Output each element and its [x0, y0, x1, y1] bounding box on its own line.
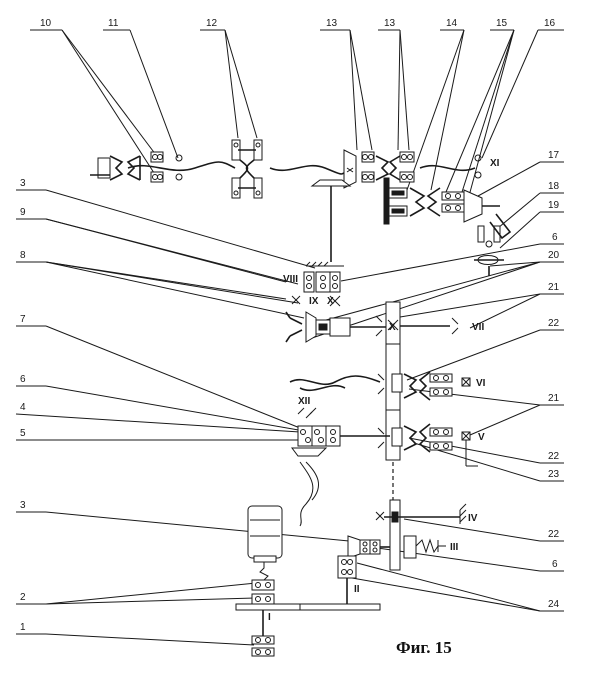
label-10: 10: [40, 18, 52, 29]
label-20: 20: [548, 250, 560, 261]
joint-12: [231, 139, 263, 199]
label-11: 11: [108, 18, 119, 29]
label-3-bottom: 3: [20, 500, 26, 511]
left-bevel-block: [285, 311, 390, 343]
label-6-top: 6: [552, 232, 558, 243]
label-6-left: 6: [20, 374, 26, 385]
bevel-gear-13: [310, 149, 415, 262]
shaft-label-IV: IV: [468, 513, 478, 524]
motor-shaft-I: [235, 505, 381, 657]
gearbox-14-15: [383, 177, 500, 225]
figure-caption: Фиг. 15: [396, 638, 452, 657]
shaft-label-XI: XI: [490, 158, 500, 169]
label-6-bottom: 6: [552, 559, 558, 570]
shaft-label-II: II: [354, 584, 360, 595]
shaft-VI: [289, 371, 471, 401]
label-14: 14: [446, 18, 458, 29]
shaft-label-VIII: VIII: [283, 274, 298, 285]
label-3-top: 3: [20, 178, 26, 189]
label-9: 9: [20, 207, 26, 218]
label-21-top: 21: [548, 282, 560, 293]
label-1: 1: [20, 622, 26, 633]
label-15: 15: [496, 18, 508, 29]
label-24: 24: [548, 599, 560, 610]
label-2: 2: [20, 592, 26, 603]
lower-column: [375, 499, 467, 571]
label-16: 16: [544, 18, 556, 29]
mechanism: [90, 139, 512, 657]
label-18: 18: [548, 181, 560, 192]
label-19: 19: [548, 200, 560, 211]
bevel-3-II: [337, 535, 390, 604]
shaft-label-I: I: [268, 612, 271, 623]
label-22-bottom: 22: [548, 529, 560, 540]
shaft-label-X-column: X: [389, 322, 396, 333]
label-8: 8: [20, 250, 26, 261]
top-left-clutch: [90, 155, 141, 181]
shaft-label-V: V: [478, 432, 485, 443]
block-VIII-IX-X: [291, 261, 344, 307]
shaft-labels: XI VIII IX X X VII VI V XII IV III II I: [268, 158, 500, 623]
top-shaft-mid: [269, 164, 351, 175]
shaft-VII: [375, 315, 459, 337]
label-4: 4: [20, 402, 26, 413]
bearing-XI: [474, 154, 482, 179]
bearings-10-11: [150, 151, 183, 183]
leader-lines: [15, 29, 564, 646]
label-22-top: 22: [548, 318, 560, 329]
spindle-18-19: [474, 213, 512, 276]
top-shaft-left: [127, 161, 236, 172]
label-5: 5: [20, 428, 26, 439]
label-23: 23: [548, 469, 560, 480]
part-number-labels: 10 11 12 13 13 14 15 16 17 18 19 6 20 21…: [20, 18, 560, 633]
shaft-label-VII: VII: [472, 322, 484, 333]
shaft-label-XII: XII: [298, 396, 310, 407]
shaft-label-IX: IX: [309, 296, 319, 307]
shaft-label-III: III: [450, 542, 459, 553]
label-13-right: 13: [384, 18, 396, 29]
left-spindle-assembly: [291, 407, 390, 527]
label-12: 12: [206, 18, 218, 29]
label-21-mid: 21: [548, 393, 560, 404]
shaft-label-VI: VI: [476, 378, 486, 389]
shaft-label-X-left: X: [327, 296, 334, 307]
label-13-left: 13: [326, 18, 338, 29]
label-17: 17: [548, 150, 560, 161]
label-22-mid: 22: [548, 451, 560, 462]
shaft-V: [377, 423, 478, 467]
top-shaft-right: [419, 164, 476, 172]
label-7: 7: [20, 314, 26, 325]
